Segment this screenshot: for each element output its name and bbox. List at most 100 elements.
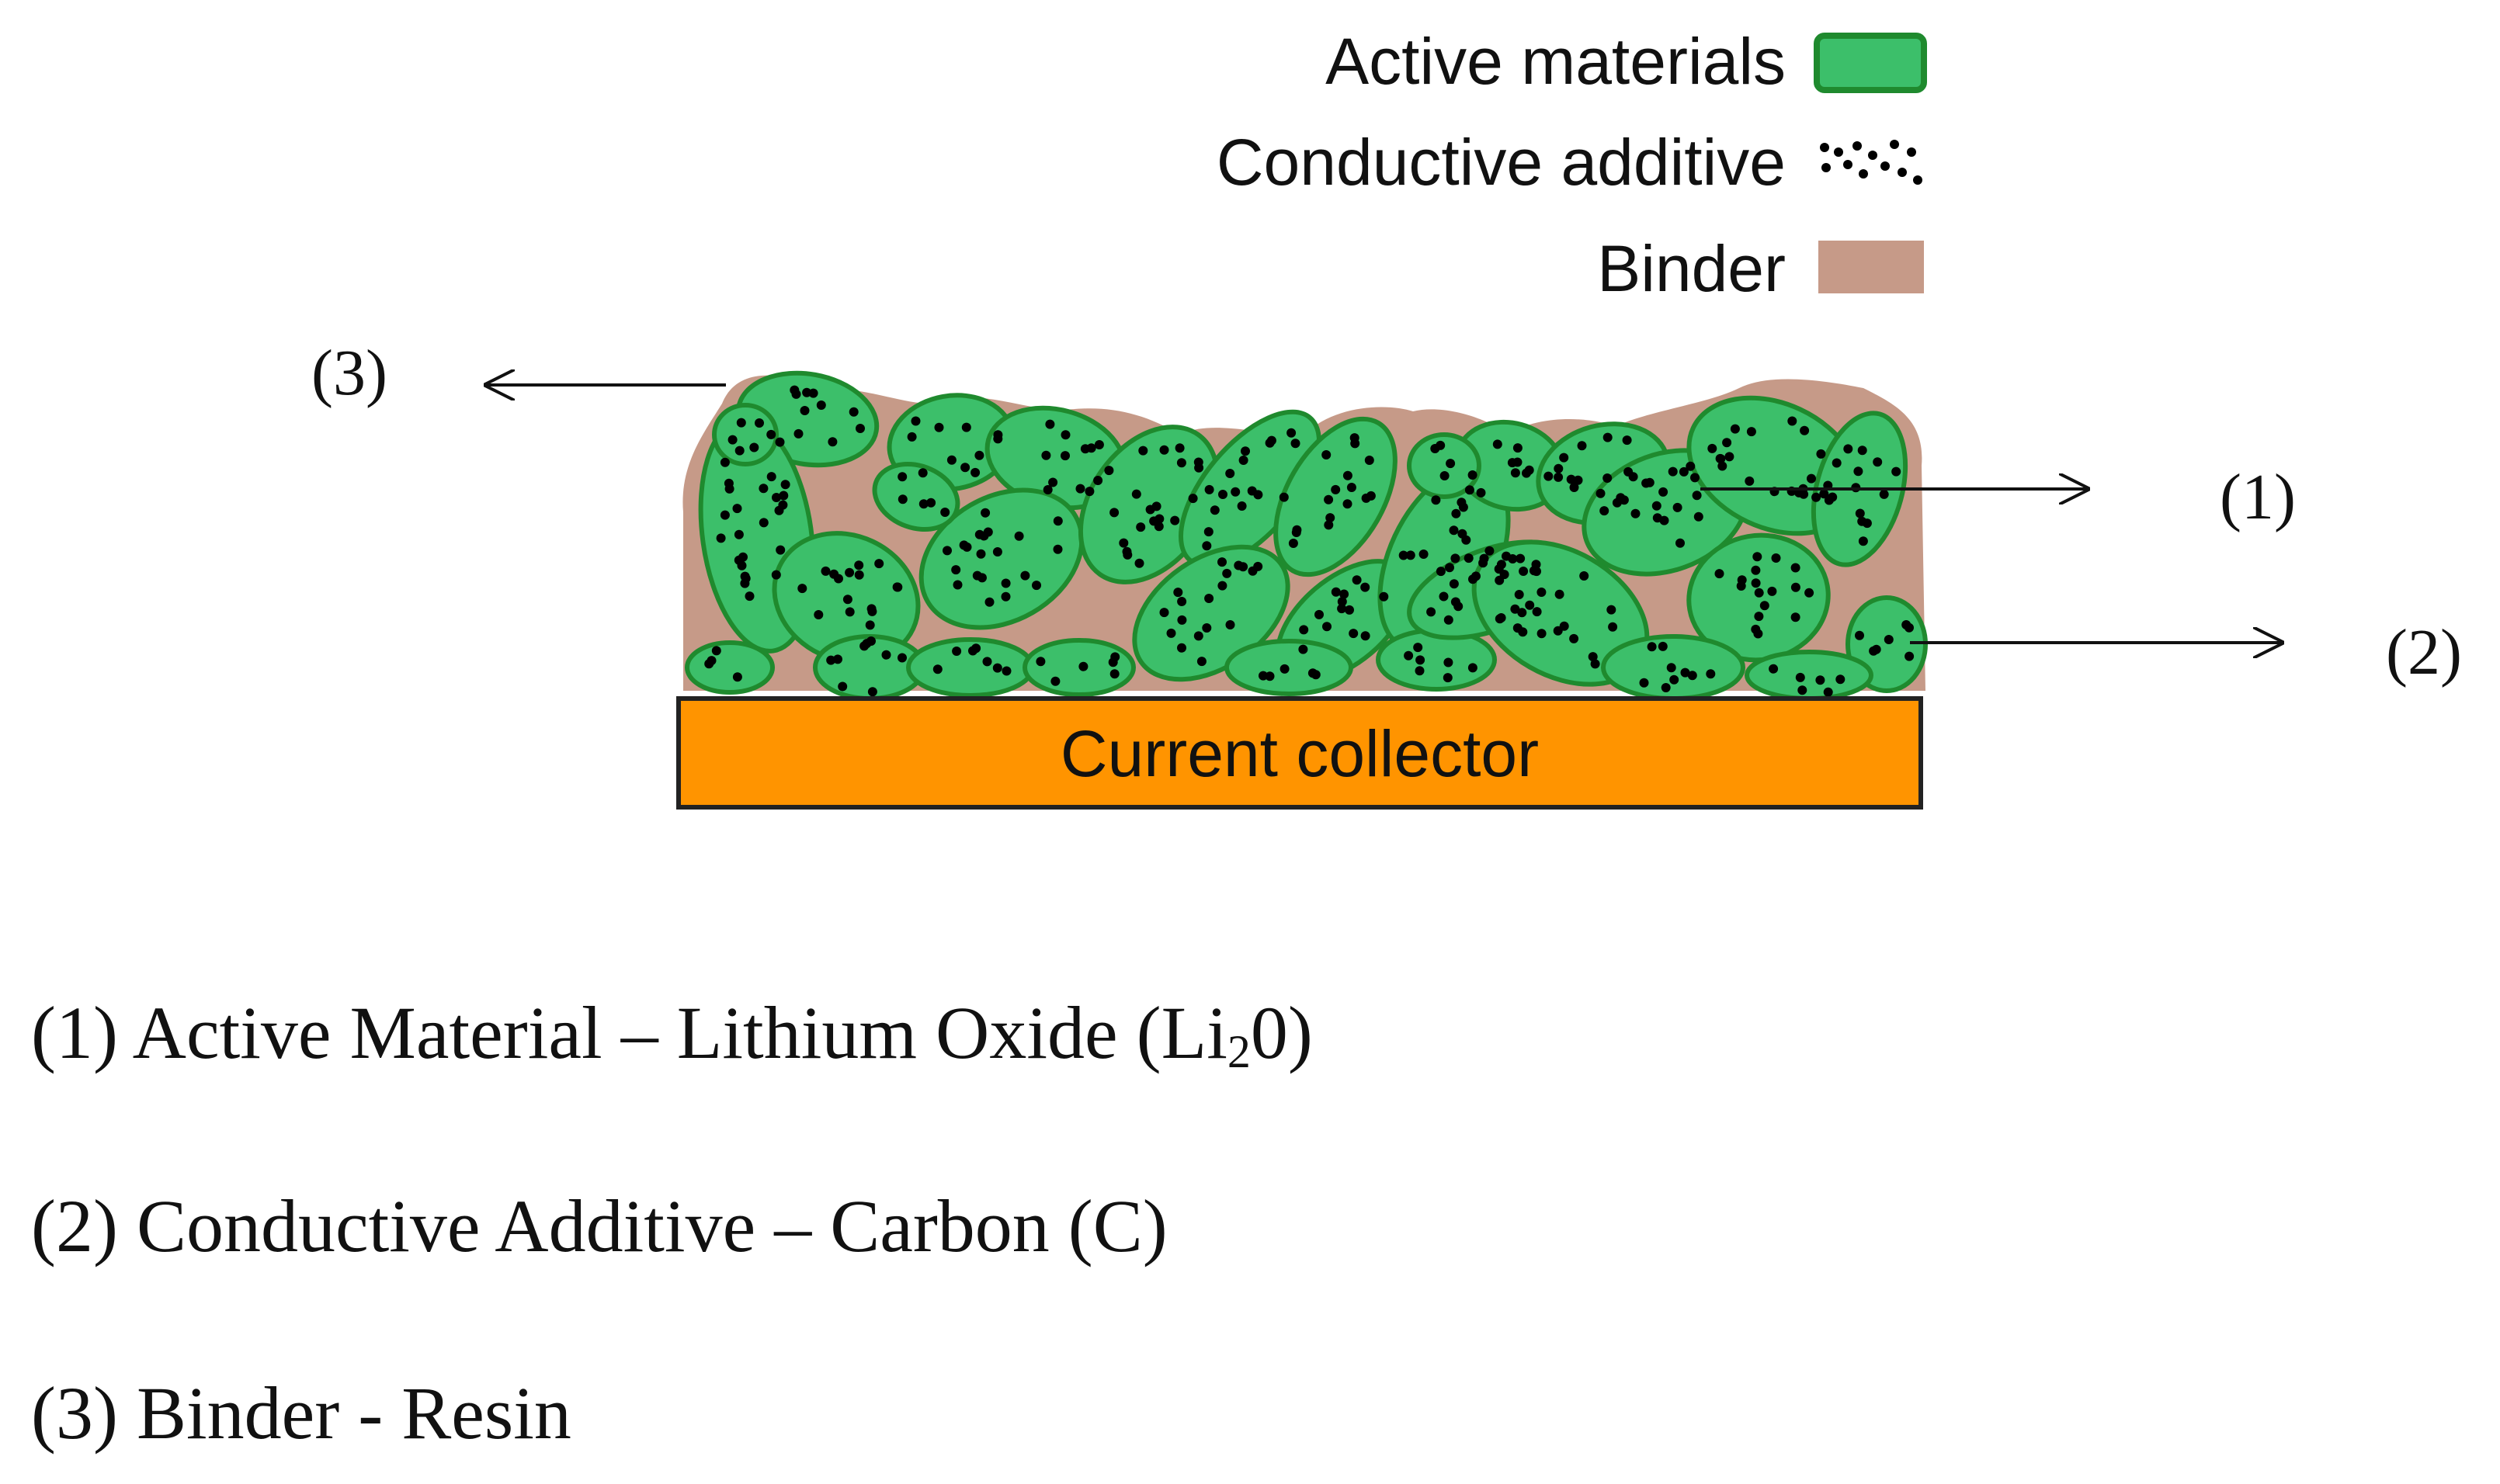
- conductive-dot: [1519, 567, 1529, 576]
- conductive-dot: [1436, 567, 1446, 577]
- conductive-dot: [1020, 570, 1030, 581]
- conductive-dot: [707, 656, 717, 666]
- conductive-dot: [1819, 489, 1829, 499]
- conductive-dot: [1166, 628, 1176, 638]
- conductive-dot: [1687, 671, 1697, 681]
- conductive-dot: [1658, 487, 1668, 497]
- conductive-additive-marker-label: (2): [2386, 616, 2462, 688]
- conductive-dot: [749, 442, 759, 452]
- conductive-dot: [1203, 527, 1214, 537]
- conductive-dot: [766, 472, 776, 482]
- conductive-dot: [711, 646, 721, 656]
- caption-1: (1) Active Material – Lithium Oxide (Li2…: [31, 996, 1313, 1076]
- conductive-dot: [1345, 605, 1354, 615]
- conductive-dot: [854, 560, 864, 570]
- conductive-dot: [1449, 579, 1459, 589]
- conductive-dot: [1891, 466, 1901, 477]
- conductive-dot: [1599, 506, 1609, 516]
- conductive-dot: [865, 620, 875, 630]
- legend-swatch-active: [1814, 33, 1927, 93]
- conductive-dot: [1577, 441, 1587, 451]
- conductive-dot: [1588, 652, 1598, 662]
- conductive-dot: [779, 491, 789, 501]
- conductive-dot: [926, 498, 936, 508]
- active-particle: [1376, 628, 1497, 692]
- conductive-dot: [1722, 438, 1732, 448]
- conductive-dot: [1043, 485, 1053, 494]
- conductive-dot: [1669, 674, 1679, 685]
- conductive-dot: [771, 570, 781, 580]
- conductive-dot: [1175, 443, 1185, 453]
- conductive-dot: [1136, 522, 1146, 532]
- conductive-dot: [953, 580, 963, 590]
- conductive-dot: [1225, 469, 1235, 478]
- conductive-dot: [1360, 631, 1370, 641]
- conductive-dot: [1360, 582, 1370, 592]
- conductive-dot: [1210, 505, 1220, 515]
- conductive-dot: [1041, 450, 1051, 460]
- conductive-dot: [745, 591, 755, 602]
- conductive-dot: [992, 547, 1002, 556]
- conductive-dot: [1218, 490, 1227, 499]
- conductive-dot: [1050, 676, 1061, 686]
- conductive-dot: [1131, 489, 1141, 499]
- conductive-dot: [1692, 491, 1702, 501]
- conductive-dot: [1767, 586, 1777, 596]
- conductive-dot: [1248, 566, 1258, 576]
- conductive-dot: [1752, 552, 1762, 562]
- conductive-dot: [808, 388, 818, 398]
- conductive-dot: [1628, 472, 1638, 482]
- conductive-dot: [1159, 445, 1169, 455]
- conductive-dot: [1110, 652, 1120, 662]
- conductive-dot: [1746, 427, 1756, 437]
- conductive-dot: [1666, 663, 1676, 673]
- conductive-dot: [1053, 544, 1063, 554]
- conductive-dot: [774, 505, 784, 515]
- conductive-dot: [1525, 600, 1535, 610]
- conductive-dot: [1413, 643, 1423, 653]
- conductive-dot: [1835, 674, 1845, 685]
- conductive-dot: [1299, 625, 1309, 635]
- conductive-dot: [1622, 435, 1632, 446]
- conductive-dot: [1159, 608, 1169, 618]
- conductive-dot: [1668, 466, 1678, 477]
- conductive-dot: [977, 573, 987, 583]
- caption-1-text-end: 0): [1250, 991, 1313, 1074]
- conductive-dot: [1736, 581, 1746, 591]
- caption-2: (2) Conductive Additive – Carbon (C): [31, 1189, 1168, 1264]
- conductive-dot: [1430, 444, 1440, 453]
- conductive-dot: [1901, 620, 1911, 629]
- legend-swatch-binder: [1818, 241, 1924, 293]
- conductive-dot: [1644, 477, 1655, 487]
- conductive-dot: [1879, 489, 1889, 499]
- conductive-dot: [1349, 629, 1359, 639]
- conductive-dot: [1619, 495, 1629, 505]
- conductive-dot: [1364, 456, 1374, 465]
- conductive-dot: [740, 578, 750, 588]
- conductive-dot: [1496, 560, 1506, 570]
- conductive-dot: [974, 529, 984, 539]
- conductive-dot: [1053, 516, 1063, 526]
- conductive-dot: [1288, 539, 1298, 548]
- conductive-dot: [1606, 605, 1616, 615]
- conductive-dot: [791, 389, 801, 399]
- conductive-dot: [1196, 657, 1207, 667]
- conductive-dot: [1217, 557, 1227, 567]
- conductive-dot: [845, 607, 855, 617]
- conductive-dot: [1686, 461, 1696, 471]
- conductive-dot: [1202, 623, 1212, 633]
- conductive-dot: [1346, 483, 1356, 492]
- conductive-dot: [793, 428, 804, 439]
- conductive-dot: [1602, 432, 1613, 442]
- conductive-dot: [962, 542, 972, 552]
- conductive-dot: [1759, 601, 1769, 611]
- conductive-dot: [940, 508, 950, 517]
- conductive-dot: [874, 559, 884, 569]
- conductive-dot: [1815, 675, 1825, 685]
- conductive-dot: [1265, 671, 1275, 681]
- current-collector: [676, 696, 1923, 810]
- conductive-dot: [1853, 466, 1863, 477]
- conductive-dot: [862, 639, 872, 649]
- conductive-dot: [898, 472, 908, 482]
- conductive-dot: [1693, 511, 1703, 522]
